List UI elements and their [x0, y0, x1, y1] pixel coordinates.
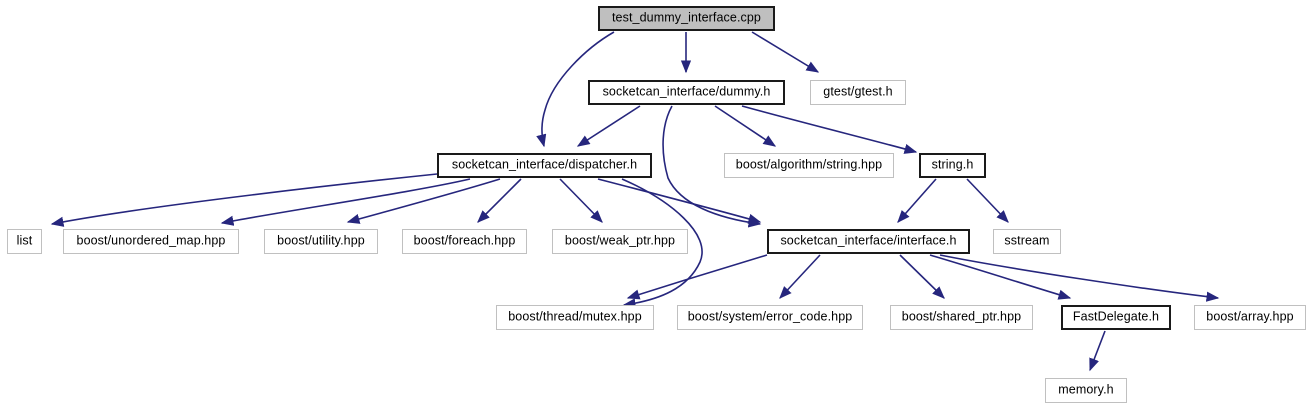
- edge-dummy-h-to-dispatcher-h: [576, 105, 641, 147]
- edge-interface-h-to-boost-array-hpp: [939, 254, 1220, 302]
- graph-node-memory-h[interactable]: memory.h: [1045, 378, 1127, 403]
- graph-node-boost-algorithm-string-hpp[interactable]: boost/algorithm/string.hpp: [724, 153, 894, 178]
- graph-node-label: FastDelegate.h: [1072, 309, 1160, 324]
- graph-node-label: memory.h: [1058, 382, 1114, 397]
- graph-node-label: boost/thread/mutex.hpp: [508, 309, 642, 324]
- graph-node-label: boost/algorithm/string.hpp: [735, 157, 883, 172]
- graph-node-string-h[interactable]: string.h: [919, 153, 986, 178]
- edge-string-h-to-interface-h: [897, 178, 937, 223]
- edge-dispatcher-h-to-list: [50, 173, 438, 227]
- edge-interface-h-to-boost-system-error-code-hpp: [779, 254, 821, 299]
- graph-node-label: list: [16, 233, 33, 248]
- edge-dummy-h-to-boost-algorithm-string-hpp: [714, 105, 777, 147]
- graph-node-boost-weak-ptr-hpp[interactable]: boost/weak_ptr.hpp: [552, 229, 688, 254]
- edge-interface-h-to-FastDelegate-h: [929, 254, 1072, 300]
- graph-node-label: boost/system/error_code.hpp: [687, 309, 853, 324]
- edge-dummy-h-to-string-h: [741, 105, 918, 154]
- graph-node-label: string.h: [931, 157, 974, 172]
- edge-dispatcher-h-to-boost-unordered-map-hpp: [220, 178, 471, 226]
- graph-node-dummy-h[interactable]: socketcan_interface/dummy.h: [588, 80, 785, 105]
- edge-dispatcher-h-to-interface-h: [597, 178, 762, 224]
- graph-node-FastDelegate-h[interactable]: FastDelegate.h: [1061, 305, 1171, 330]
- edge-test-dummy-interface-cpp-to-gtest-gtest-h: [751, 31, 820, 73]
- graph-node-boost-shared-ptr-hpp[interactable]: boost/shared_ptr.hpp: [890, 305, 1033, 330]
- edge-FastDelegate-h-to-memory-h: [1089, 330, 1106, 372]
- graph-node-list[interactable]: list: [7, 229, 42, 254]
- graph-node-boost-unordered-map-hpp[interactable]: boost/unordered_map.hpp: [63, 229, 239, 254]
- graph-node-label: boost/array.hpp: [1206, 309, 1294, 324]
- graph-node-boost-thread-mutex-hpp[interactable]: boost/thread/mutex.hpp: [496, 305, 654, 330]
- graph-node-label: gtest/gtest.h: [823, 84, 893, 99]
- graph-node-sstream[interactable]: sstream: [993, 229, 1061, 254]
- graph-node-label: socketcan_interface/interface.h: [780, 233, 957, 248]
- graph-node-boost-utility-hpp[interactable]: boost/utility.hpp: [264, 229, 378, 254]
- edge-dispatcher-h-to-boost-weak-ptr-hpp: [559, 178, 603, 223]
- graph-node-label: boost/foreach.hpp: [413, 233, 516, 248]
- graph-node-label: boost/unordered_map.hpp: [76, 233, 226, 248]
- graph-node-label: sstream: [1004, 233, 1050, 248]
- graph-node-boost-array-hpp[interactable]: boost/array.hpp: [1194, 305, 1306, 330]
- graph-node-gtest-gtest-h[interactable]: gtest/gtest.h: [810, 80, 906, 105]
- graph-node-label: boost/weak_ptr.hpp: [564, 233, 676, 248]
- edge-dispatcher-h-to-boost-foreach-hpp: [477, 178, 522, 223]
- graph-node-label: test_dummy_interface.cpp: [611, 10, 761, 25]
- edge-dispatcher-h-to-boost-utility-hpp: [346, 178, 501, 224]
- edge-interface-h-to-boost-shared-ptr-hpp: [899, 254, 945, 299]
- edge-string-h-to-sstream: [966, 178, 1009, 223]
- graph-node-label: socketcan_interface/dummy.h: [602, 84, 771, 99]
- graph-node-interface-h[interactable]: socketcan_interface/interface.h: [767, 229, 970, 254]
- edge-interface-h-to-boost-thread-mutex-hpp: [626, 254, 768, 300]
- graph-node-label: boost/shared_ptr.hpp: [901, 309, 1022, 324]
- graph-node-boost-foreach-hpp[interactable]: boost/foreach.hpp: [402, 229, 527, 254]
- graph-node-label: socketcan_interface/dispatcher.h: [451, 157, 638, 172]
- graph-node-dispatcher-h[interactable]: socketcan_interface/dispatcher.h: [437, 153, 652, 178]
- graph-node-test-dummy-interface-cpp[interactable]: test_dummy_interface.cpp: [598, 6, 775, 31]
- graph-node-boost-system-error-code-hpp[interactable]: boost/system/error_code.hpp: [677, 305, 863, 330]
- graph-node-label: boost/utility.hpp: [277, 233, 365, 248]
